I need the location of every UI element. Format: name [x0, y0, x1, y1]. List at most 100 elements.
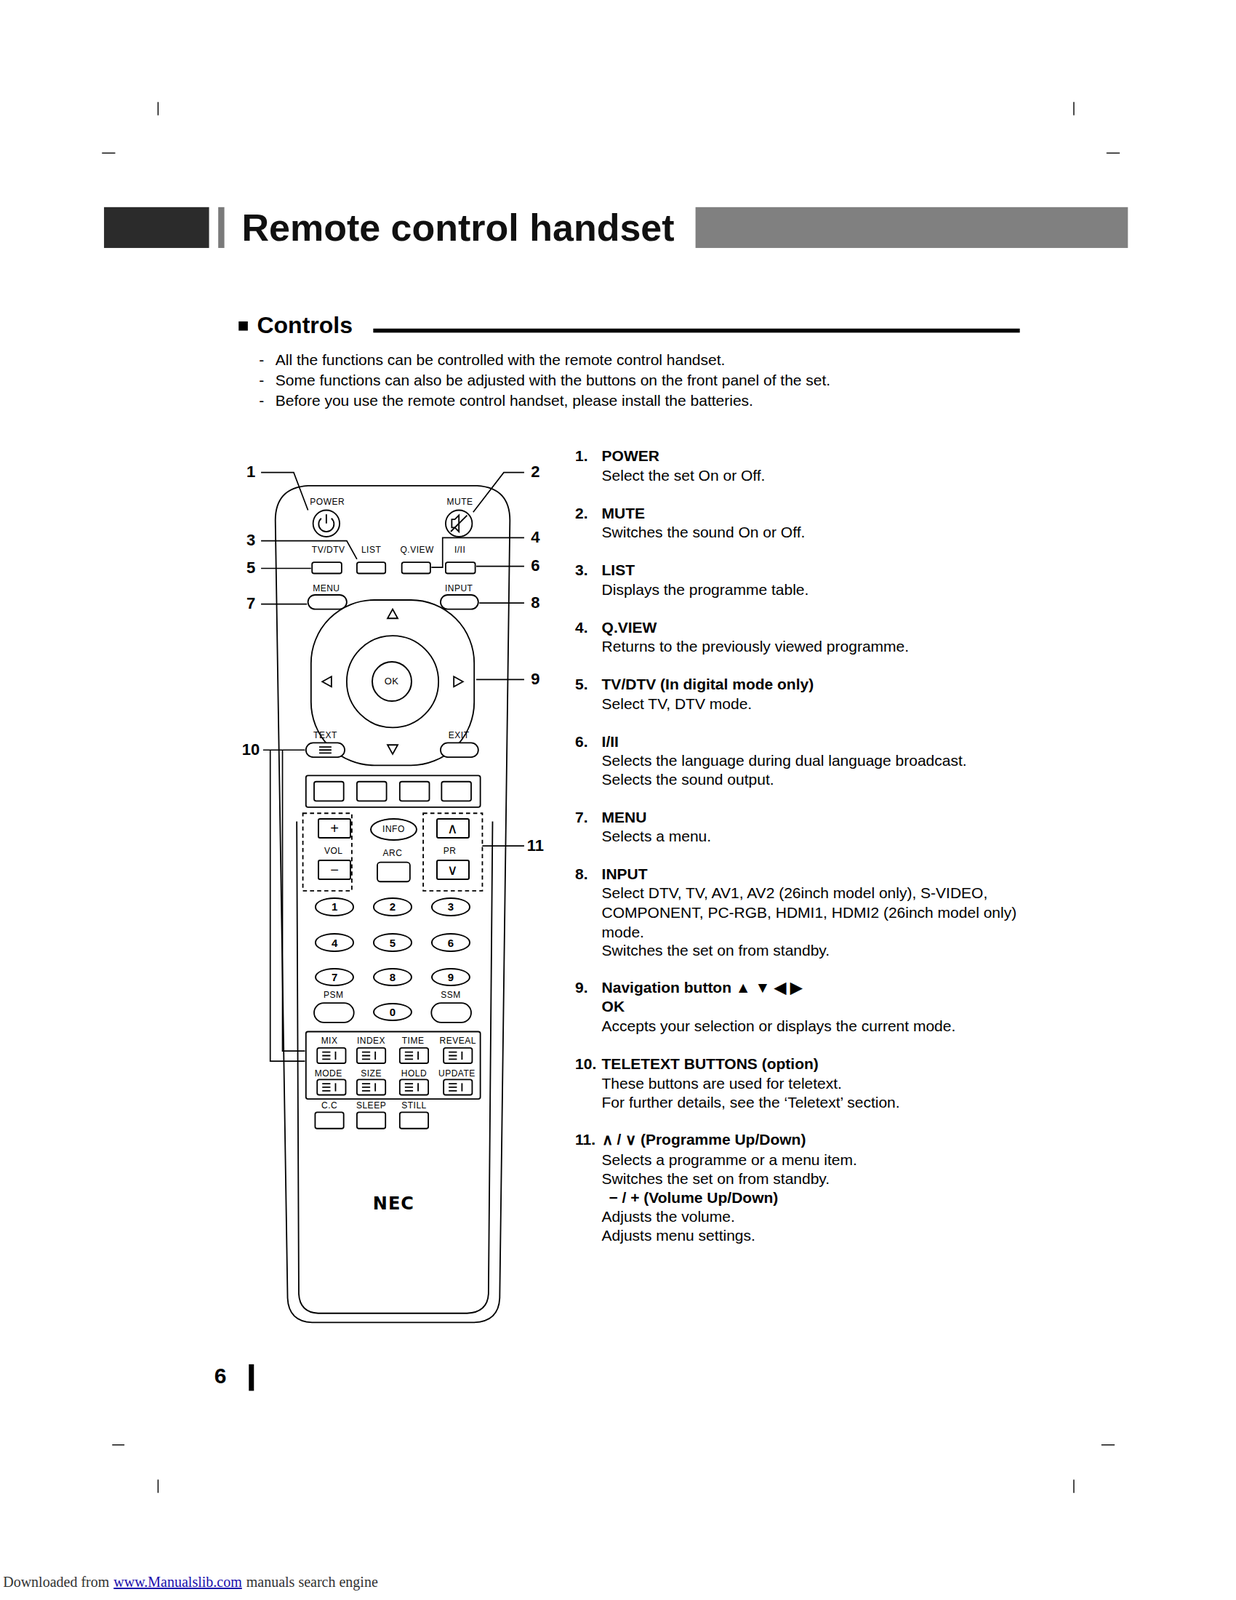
remote-illustration — [275, 485, 511, 1323]
teletext-symbol — [335, 1082, 337, 1091]
button-label: ARC — [383, 847, 403, 858]
button-label: REVEAL — [439, 1034, 477, 1045]
item-description: Selects the language during dual languag… — [602, 751, 967, 770]
callout-number: 5 — [246, 558, 256, 578]
mute-button — [445, 510, 472, 537]
input-button — [440, 594, 479, 610]
button-text: 5 — [389, 937, 396, 949]
page-number-bar — [248, 1363, 254, 1391]
item-description: Select DTV, TV, AV1, AV2 (26inch model o… — [602, 883, 1021, 942]
button-label: C.C — [321, 1100, 338, 1111]
teletext-button — [443, 1078, 472, 1095]
menu-button — [308, 594, 347, 610]
ssm-button — [431, 1002, 472, 1023]
button-label: INPUT — [444, 583, 474, 594]
sleep-button — [356, 1111, 386, 1128]
ok-button: OK — [371, 660, 413, 702]
teletext-symbol — [460, 1082, 463, 1091]
item-description: Adjusts menu settings. — [602, 1225, 756, 1244]
item-heading: ∧ / ∨ (Programme Up/Down) — [602, 1129, 807, 1149]
teletext-symbol — [374, 1082, 376, 1091]
button-text: 1 — [331, 900, 338, 912]
footer-text: Downloaded from — [2, 1572, 110, 1591]
item-description: Selects the sound output. — [602, 769, 775, 789]
button-text: − — [330, 862, 339, 877]
callout-number: 11 — [527, 836, 544, 856]
exit-button — [440, 742, 479, 757]
mute-slash — [450, 515, 467, 532]
item-description: Switches the set on from standby. — [602, 1169, 831, 1189]
item-description: For further details, see the ‘Teletext’ … — [602, 1093, 901, 1112]
teletext-symbol — [322, 1052, 331, 1060]
bullet-text: All the functions can be controlled with… — [275, 351, 726, 370]
button-text: 3 — [447, 900, 454, 912]
leader-line — [482, 844, 525, 847]
item-number: 1. — [575, 446, 589, 465]
callout-number: 9 — [530, 669, 540, 689]
button-label: SSM — [440, 988, 461, 999]
button-label: POWER — [309, 496, 345, 507]
section-heading: Controls — [256, 311, 353, 339]
leader-line — [476, 679, 525, 681]
button-label: TEXT — [313, 729, 338, 741]
teletext-symbol — [448, 1052, 457, 1060]
bullet-dash: - — [258, 351, 264, 370]
navigation-pad — [311, 599, 475, 765]
number-button: 9 — [431, 967, 470, 986]
item-heading: Q.VIEW — [602, 618, 658, 637]
button-label: PR — [443, 845, 457, 856]
item-heading: MUTE — [602, 503, 646, 523]
button-text: ∨ — [447, 862, 459, 877]
item-number: 4. — [575, 618, 589, 637]
button-text: 7 — [331, 971, 338, 983]
item-description: Returns to the previously viewed program… — [602, 637, 910, 656]
leader-line — [431, 537, 525, 568]
teletext-symbol — [460, 1051, 463, 1060]
teletext-symbol — [374, 1051, 376, 1060]
button-label: MENU — [312, 583, 340, 594]
item-number: 2. — [575, 503, 589, 523]
button-label: Q.VIEW — [400, 544, 435, 555]
button-label: LIST — [361, 544, 381, 555]
footer-text: manuals search engine — [246, 1572, 379, 1591]
teletext-button — [356, 1078, 386, 1095]
leader-line — [261, 603, 307, 605]
item-heading: Navigation button ▲ ▼ ◀ ▶ — [602, 977, 802, 997]
cc-button — [314, 1111, 344, 1128]
volume-down-button: − — [317, 859, 352, 880]
footer-link: www.Manualslib.com — [113, 1572, 242, 1591]
number-button: 0 — [372, 1002, 412, 1021]
bullet-text: Before you use the remote control handse… — [275, 391, 754, 411]
remote-body — [275, 485, 511, 1323]
button-label: INDEX — [356, 1034, 386, 1045]
button-text: 0 — [389, 1006, 396, 1018]
button-label: EXIT — [448, 729, 470, 741]
teletext-symbol — [417, 1082, 419, 1091]
colour-button — [314, 781, 344, 802]
button-text: 6 — [447, 937, 454, 949]
number-button: 1 — [314, 897, 354, 916]
teletext-symbol — [448, 1083, 457, 1091]
volume-group-box — [303, 812, 352, 891]
bullet-dash: - — [258, 391, 264, 411]
button-label: PSM — [323, 988, 344, 999]
item-description: Displays the programme table. — [602, 580, 810, 599]
button-label: MUTE — [447, 496, 474, 507]
leader-line — [263, 748, 306, 751]
dual-button — [445, 562, 476, 573]
power-symbol — [325, 514, 328, 524]
number-button: 5 — [372, 932, 412, 951]
button-text: 2 — [389, 900, 396, 912]
item-heading: OK — [602, 997, 626, 1016]
bullet-text: Some functions can also be adjusted with… — [275, 371, 832, 390]
arrow-symbols — [322, 609, 464, 754]
callout-number: 2 — [530, 462, 540, 482]
callout-number: 4 — [530, 527, 540, 547]
item-heading: POWER — [602, 446, 660, 465]
title-bar-grey — [695, 207, 1129, 248]
number-button: 7 — [314, 967, 354, 986]
number-button: 8 — [372, 967, 412, 986]
teletext-button — [316, 1047, 346, 1063]
teletext-symbol — [335, 1051, 337, 1060]
leader-line — [479, 602, 525, 604]
